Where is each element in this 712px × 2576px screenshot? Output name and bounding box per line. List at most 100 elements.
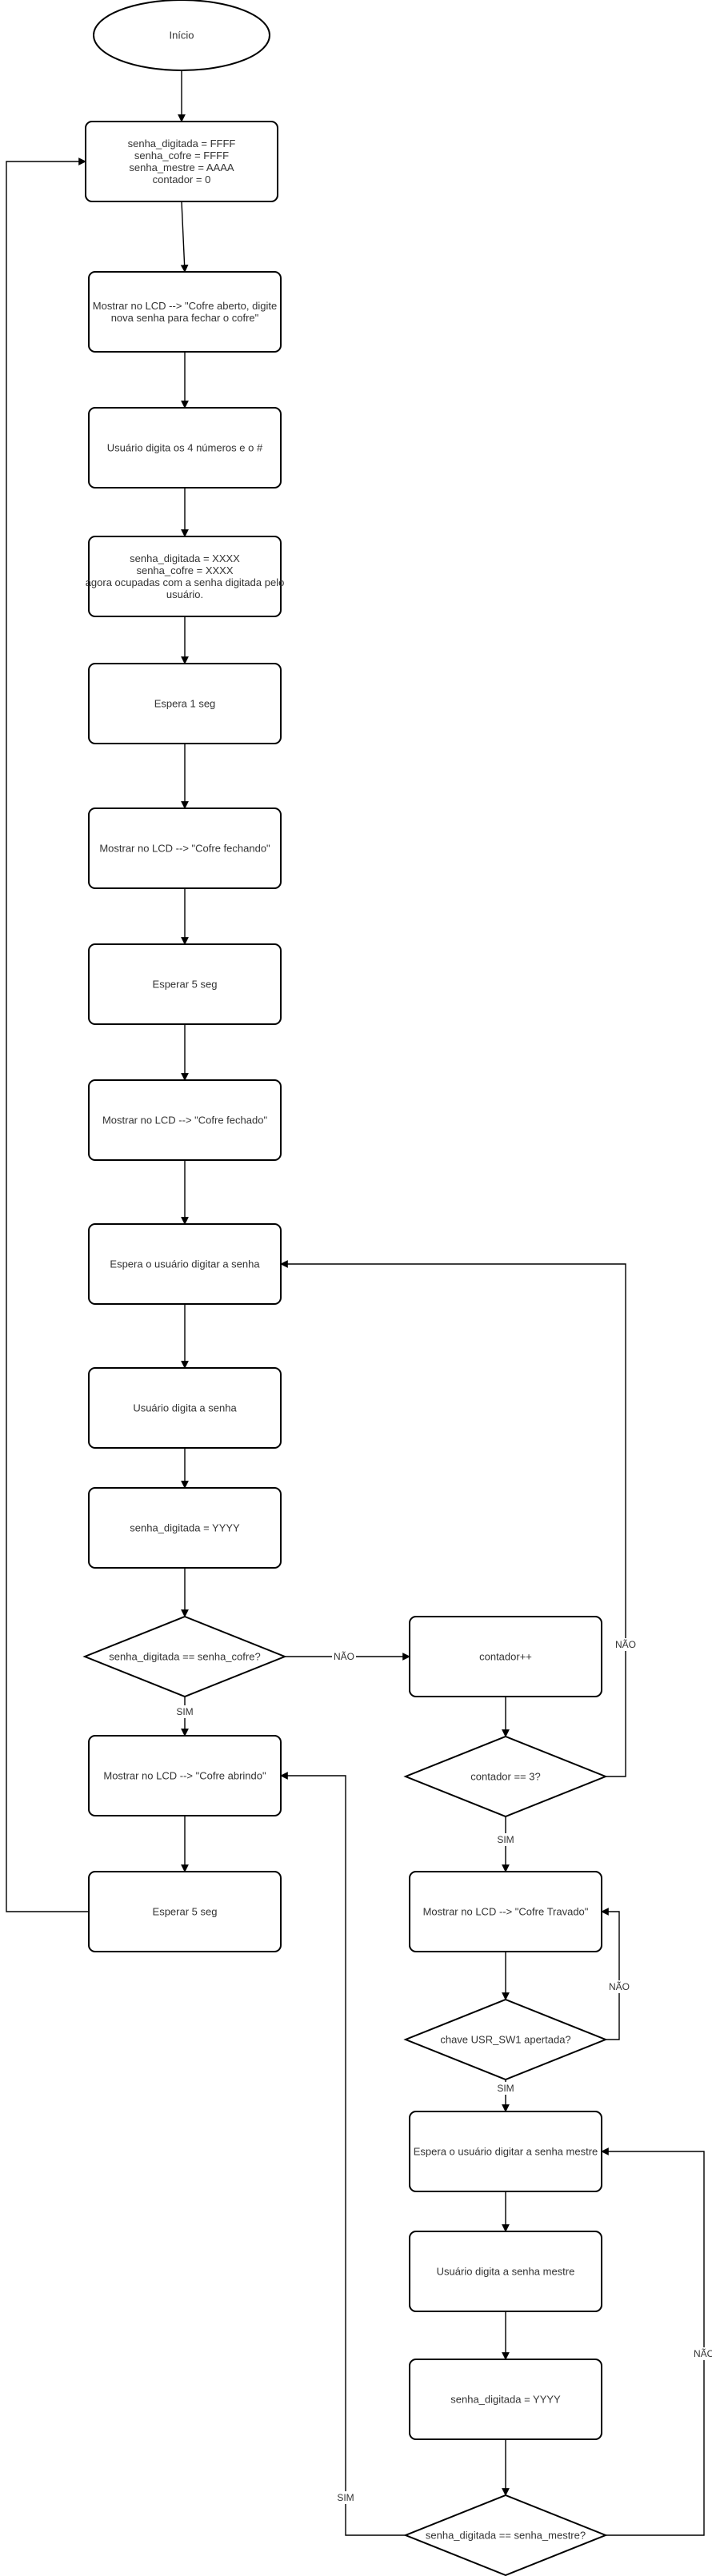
process-box (88, 807, 282, 889)
process-box (409, 1871, 602, 1952)
process-box (88, 1223, 282, 1305)
node-text-line: senha_digitada == senha_cofre? (109, 1651, 260, 1663)
process-espera-senha: Espera o usuário digitar a senha (88, 1223, 282, 1305)
process-user-digita: Usuário digita a senha (88, 1367, 282, 1449)
process-box (88, 1487, 282, 1569)
edge-label-no: NÃO (334, 1651, 354, 1662)
process-contador-inc: contador++ (409, 1616, 602, 1697)
edge-label-sim: SIM (497, 1834, 514, 1845)
node-text-line: senha_digitada == senha_mestre? (426, 2530, 586, 2542)
node-text-line: Usuário digita a senha (133, 1402, 237, 1414)
process-box (88, 663, 282, 744)
node-text-line: senha_digitada = YYYY (450, 2394, 561, 2406)
edge-label-background (334, 2491, 358, 2504)
process-lcd-aberto: Mostrar no LCD --> "Cofre aberto, digite… (88, 271, 282, 353)
node-text-line: contador == 3? (470, 1771, 540, 1783)
edge-label-background (614, 1638, 638, 1651)
node-text-line: Espera 1 seg (154, 698, 216, 710)
edge-label-background (332, 1650, 356, 1663)
node-text-line: contador++ (479, 1651, 532, 1663)
process-esperar5a: Esperar 5 seg (88, 943, 282, 1025)
node-text-line: Mostrar no LCD --> "Cofre abrindo" (103, 1770, 266, 1782)
process-box (88, 1079, 282, 1161)
node-text-line: Mostrar no LCD --> "Cofre fechado" (102, 1115, 268, 1127)
node-text-line: Esperar 5 seg (153, 979, 218, 991)
node-text-line: nova senha para fechar o cofre" (111, 312, 259, 324)
terminal-inicio: Início (93, 0, 270, 71)
process-box (88, 1735, 282, 1816)
node-text-line: agora ocupadas com a senha digitada pelo (86, 576, 285, 588)
process-box (88, 1871, 282, 1952)
node-text-line: Esperar 5 seg (153, 1906, 218, 1918)
node-text-line: Mostrar no LCD --> "Cofre Travado" (423, 1906, 589, 1918)
edge-labels-layer: SIM NÃO NÃO SIM NÃO SIM NÃO SIM (173, 1638, 712, 2504)
edge-label-sim: SIM (497, 2083, 514, 2094)
node-text-line: Mostrar no LCD --> "Cofre aberto, digite (93, 300, 277, 312)
process-box (85, 121, 278, 202)
node-text-line: senha_mestre = AAAA (129, 161, 234, 173)
process-espera-mestre: Espera o usuário digitar a senha mestre (409, 2111, 602, 2192)
process-box (409, 2231, 602, 2312)
decision-dec-mestre: senha_digitada == senha_mestre? (403, 2494, 608, 2576)
edge-label-background (692, 2347, 712, 2360)
connector-esperar5b-to-init (6, 158, 89, 1912)
process-lcd-fechando: Mostrar no LCD --> "Cofre fechando" (88, 807, 282, 889)
node-text-line: senha_digitada = XXXX (130, 552, 240, 564)
process-senha-yyyy2: senha_digitada = YYYY (409, 2359, 602, 2440)
edge-label-sim: SIM (337, 2492, 354, 2503)
connector-dec_contador-to-espera_senha (280, 1260, 626, 1777)
decision-diamond (403, 2494, 608, 2576)
process-box (88, 943, 282, 1025)
decision-dec-cofre: senha_digitada == senha_cofre? (82, 1615, 287, 1698)
connector-init-to-lcd_aberto (180, 201, 189, 273)
start-ellipse (93, 0, 270, 71)
decision-diamond (403, 1998, 608, 2081)
decision-dec-contador: contador == 3? (403, 1735, 608, 1818)
process-box (409, 1616, 602, 1697)
node-text-line: Mostrar no LCD --> "Cofre fechando" (99, 843, 270, 855)
edge-label-no: NÃO (609, 1981, 630, 1992)
process-esperar5b: Esperar 5 seg (88, 1871, 282, 1952)
process-lcd-fechado: Mostrar no LCD --> "Cofre fechado" (88, 1079, 282, 1161)
process-box (88, 407, 282, 488)
node-text-line: Espera o usuário digitar a senha (110, 1258, 260, 1270)
node-text-line: contador = 0 (153, 173, 211, 185)
process-box (88, 536, 282, 617)
process-lcd-travado: Mostrar no LCD --> "Cofre Travado" (409, 1871, 602, 1952)
node-text-line: senha_digitada = YYYY (130, 1522, 240, 1534)
process-senha-yyyy: senha_digitada = YYYY (88, 1487, 282, 1569)
edge-label-no: NÃO (615, 1639, 636, 1650)
node-text-line: senha_cofre = FFFF (134, 150, 229, 161)
process-box (88, 271, 282, 353)
connector-dec_chave-to-lcd_travado (601, 1908, 620, 2040)
edge-label-sim: SIM (176, 1706, 193, 1717)
node-text-line: chave USR_SW1 apertada? (440, 2034, 570, 2046)
process-box (88, 1367, 282, 1449)
process-box (409, 2111, 602, 2192)
node-text-line: senha_digitada = FFFF (128, 138, 236, 150)
node-text-line: Início (169, 30, 194, 42)
decision-dec-chave: chave USR_SW1 apertada? (403, 1998, 608, 2081)
node-text-line: Espera o usuário digitar a senha mestre (414, 2146, 598, 2158)
edge-label-background (494, 1833, 518, 1846)
edge-label-background (494, 2082, 518, 2095)
node-text-line: Usuário digita a senha mestre (437, 2266, 575, 2278)
edge-label-background (607, 1980, 631, 1993)
process-espera1: Espera 1 seg (88, 663, 282, 744)
edge-label-no: NÃO (694, 2348, 712, 2359)
connector-dec_mestre-to-lcd_abrindo (280, 1772, 406, 2536)
decision-diamond (403, 1735, 608, 1818)
process-lcd-abrindo: Mostrar no LCD --> "Cofre abrindo" (88, 1735, 282, 1816)
edge-label-background (173, 1705, 197, 1718)
process-box (409, 2359, 602, 2440)
connector-dec_mestre-to-espera_mestre (601, 2147, 705, 2536)
decision-diamond (82, 1615, 287, 1698)
process-user-mestre: Usuário digita a senha mestre (409, 2231, 602, 2312)
process-user-digita4: Usuário digita os 4 números e o # (88, 407, 282, 488)
node-text-line: usuário. (166, 588, 203, 600)
node-text-line: Usuário digita os 4 números e o # (107, 442, 263, 454)
